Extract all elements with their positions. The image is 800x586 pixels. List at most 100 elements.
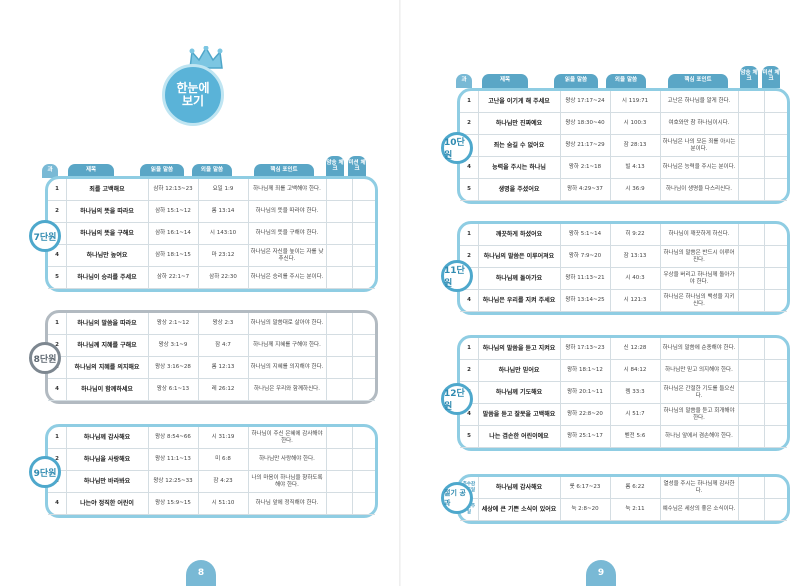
recite-check-cell[interactable] [738, 290, 764, 311]
column-divider [660, 224, 661, 312]
recite-check-cell[interactable] [738, 157, 764, 178]
mission-check-cell[interactable] [764, 224, 787, 245]
recite-check-cell[interactable] [326, 449, 352, 470]
cell-mem: 시 51:10 [211, 500, 235, 507]
mission-check-cell[interactable] [764, 179, 787, 200]
recite-check-cell[interactable] [326, 471, 352, 492]
cell-read: 왕상 3:1~9 [158, 342, 188, 349]
mission-check-cell[interactable] [352, 335, 375, 356]
recite-check-cell[interactable] [738, 404, 764, 425]
cell-read: 왕상 18:30~40 [565, 120, 605, 127]
mission-check-cell[interactable] [764, 338, 787, 359]
recite-check-cell[interactable] [326, 427, 352, 448]
unit-label: 9단원 [29, 456, 61, 488]
cell-n: 4 [55, 500, 59, 507]
recite-check-cell[interactable] [738, 91, 764, 112]
recite-check-cell[interactable] [738, 113, 764, 134]
cell-point: 하나님께 지혜를 구해야 한다. [253, 342, 321, 349]
recite-check-cell[interactable] [738, 499, 764, 520]
mission-check-cell[interactable] [764, 91, 787, 112]
recite-check-cell[interactable] [326, 245, 352, 266]
mission-check-cell[interactable] [352, 379, 375, 400]
mission-check-cell[interactable] [352, 449, 375, 470]
cell-mem: 왕상 2:3 [212, 320, 234, 327]
mission-check-cell[interactable] [352, 471, 375, 492]
mission-check-cell[interactable] [764, 246, 787, 267]
cell-title: 하나님의 말씀을 듣고 지켜요 [482, 344, 556, 352]
mission-check-cell[interactable] [764, 268, 787, 289]
mission-check-cell[interactable] [764, 404, 787, 425]
cell-n: 2 [467, 253, 471, 260]
mission-check-cell[interactable] [352, 267, 375, 288]
cell-title: 하나님께 돌아가요 [495, 274, 543, 282]
recite-check-cell[interactable] [738, 338, 764, 359]
recite-check-cell[interactable] [326, 267, 352, 288]
mission-check-cell[interactable] [764, 113, 787, 134]
column-divider [478, 91, 479, 201]
recite-check-cell[interactable] [738, 179, 764, 200]
cell-point: 나의 마음이 하나님을 향하도록 해야 한다. [251, 474, 323, 488]
column-divider [248, 427, 249, 515]
cell-n: 1 [467, 345, 471, 352]
column-divider [198, 427, 199, 515]
recite-check-cell[interactable] [738, 360, 764, 381]
cell-n: 4 [55, 252, 59, 259]
mission-check-cell[interactable] [764, 135, 787, 156]
mission-check-cell[interactable] [764, 499, 787, 520]
recite-check-cell[interactable] [326, 179, 352, 200]
mission-check-cell[interactable] [352, 223, 375, 244]
recite-check-cell[interactable] [326, 201, 352, 222]
header-title: 제목 [68, 164, 114, 178]
recite-check-cell[interactable] [738, 426, 764, 447]
cell-title: 깨끗하게 하셨어요 [495, 230, 543, 238]
cell-n: 1 [467, 231, 471, 238]
mission-check-cell[interactable] [764, 477, 787, 498]
cell-point: 하나님은 간절한 기도를 들으신다. [663, 385, 735, 399]
mission-check-cell[interactable] [352, 493, 375, 514]
cell-read: 삼하 12:13~23 [153, 186, 193, 193]
unit-label: 7단원 [29, 220, 61, 252]
recite-check-cell[interactable] [738, 477, 764, 498]
recite-check-cell[interactable] [326, 379, 352, 400]
recite-check-cell[interactable] [326, 313, 352, 334]
recite-check-cell[interactable] [326, 335, 352, 356]
recite-check-cell[interactable] [326, 223, 352, 244]
recite-check-cell[interactable] [738, 135, 764, 156]
recite-check-cell[interactable] [326, 357, 352, 378]
mission-check-cell[interactable] [352, 179, 375, 200]
recite-check-cell[interactable] [738, 268, 764, 289]
recite-check-cell[interactable] [738, 246, 764, 267]
mission-check-cell[interactable] [764, 360, 787, 381]
mission-check-cell[interactable] [764, 382, 787, 403]
mission-check-cell[interactable] [352, 357, 375, 378]
header-mission: 미션 체크 [348, 156, 366, 178]
mission-check-cell[interactable] [352, 245, 375, 266]
recite-check-cell[interactable] [738, 382, 764, 403]
mission-check-cell[interactable] [764, 290, 787, 311]
unit-label: 11단원 [441, 260, 473, 292]
cell-read: 왕상 8:54~66 [155, 434, 191, 441]
mission-check-cell[interactable] [764, 157, 787, 178]
mission-check-cell[interactable] [352, 201, 375, 222]
mission-check-cell[interactable] [764, 426, 787, 447]
cell-point: 하나님은 하나님의 백성을 지키신다. [663, 293, 735, 307]
cell-title: 하나님께 지혜를 구해요 [77, 341, 137, 349]
cell-read: 삼하 16:1~14 [155, 230, 191, 237]
mission-check-cell[interactable] [352, 427, 375, 448]
mission-check-cell[interactable] [352, 313, 375, 334]
cell-read: 삼하 18:1~15 [155, 252, 191, 259]
recite-check-cell[interactable] [738, 224, 764, 245]
column-divider [478, 224, 479, 312]
cell-point: 하나님 앞에 정직해야 한다. [255, 500, 319, 507]
recite-check-cell[interactable] [326, 493, 352, 514]
